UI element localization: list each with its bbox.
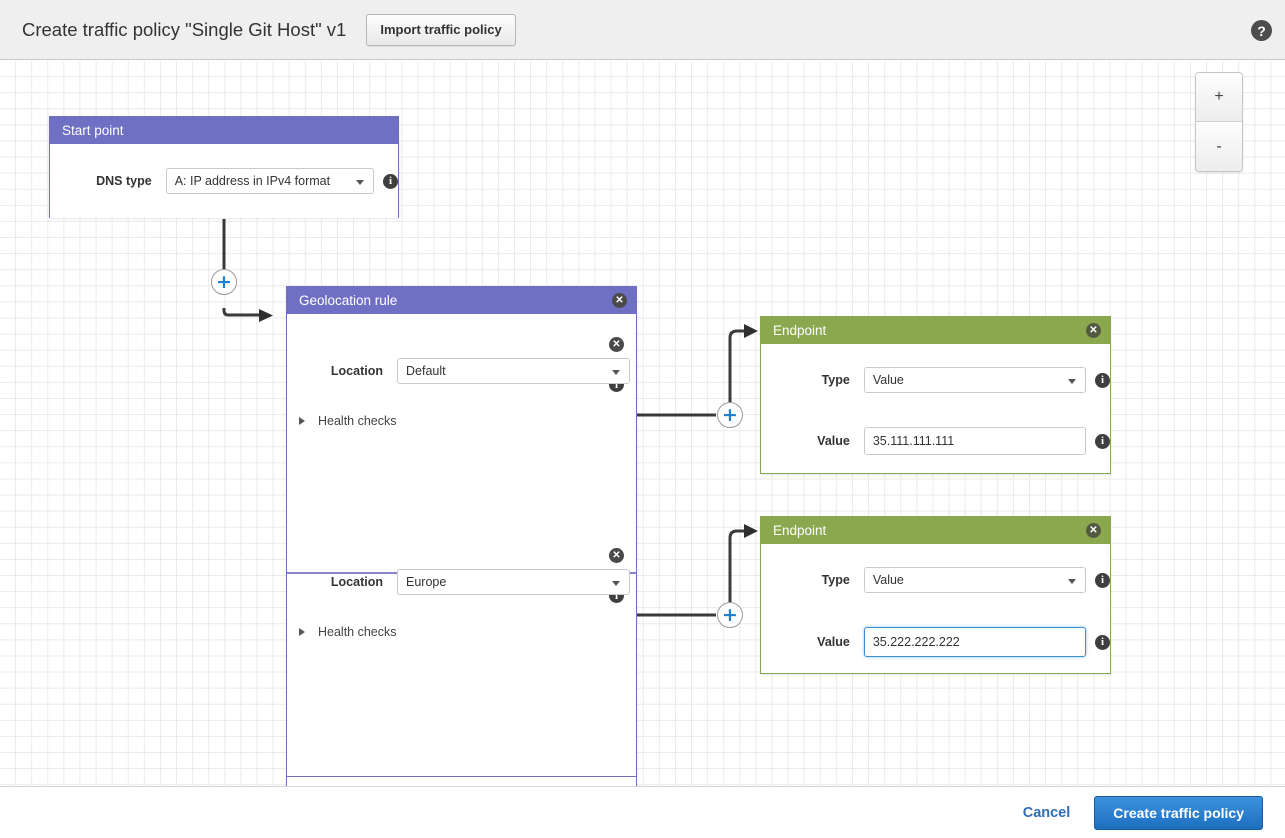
- geo-location-2-value: Europe: [406, 575, 447, 589]
- add-geo-location-button[interactable]: + Add another geo location: [287, 776, 636, 786]
- start-point-header: Start point: [50, 117, 398, 144]
- create-traffic-policy-button[interactable]: Create traffic policy: [1094, 795, 1263, 830]
- geo-location-1-close-icon[interactable]: ✕: [609, 337, 624, 352]
- geo-location-2-label: Location: [330, 575, 383, 589]
- app-header: Create traffic policy "Single Git Host" …: [0, 0, 1285, 60]
- endpoint-2-title: Endpoint: [773, 523, 827, 538]
- zoom-out-button[interactable]: -: [1196, 122, 1242, 171]
- policy-canvas[interactable]: + - Start point DNS type A: IP address i…: [0, 61, 1285, 786]
- geo-location-1-health-checks-toggle[interactable]: Health checks: [299, 414, 636, 428]
- geo-location-1-health-checks-label: Health checks: [318, 414, 397, 428]
- geo-location-1-label: Location: [330, 364, 383, 378]
- endpoint-1-type-select[interactable]: Value: [863, 367, 1086, 393]
- geo-location-2-select[interactable]: Europe: [397, 569, 630, 595]
- geolocation-rule-node[interactable]: Geolocation rule ✕ ✕ i Location Default …: [286, 286, 637, 786]
- endpoint-1-type-label: Type: [821, 373, 850, 387]
- endpoint-1-value-input[interactable]: 35.111.111.111: [863, 427, 1086, 455]
- start-point-title: Start point: [62, 123, 124, 138]
- geo-location-2-health-checks-toggle[interactable]: Health checks: [299, 625, 636, 639]
- add-node-endpoint-1[interactable]: +: [717, 402, 743, 428]
- endpoint-node-1[interactable]: Endpoint ✕ Type Value i Value 35.111.111…: [760, 316, 1111, 474]
- endpoint-2-type-label: Type: [821, 573, 850, 587]
- add-node-endpoint-2[interactable]: +: [717, 602, 743, 628]
- dns-type-info-icon[interactable]: i: [383, 173, 398, 189]
- geolocation-rule-header: Geolocation rule ✕: [287, 287, 636, 314]
- endpoint-2-type-select[interactable]: Value: [863, 567, 1086, 593]
- endpoint-1-type-value: Value: [872, 373, 904, 387]
- endpoint-2-value-input[interactable]: 35.222.222.222: [863, 627, 1086, 657]
- connector-edges: [222, 219, 758, 617]
- endpoint-1-close-icon[interactable]: ✕: [1086, 323, 1101, 338]
- chevron-right-icon: [299, 628, 305, 636]
- dns-type-select[interactable]: A: IP address in IPv4 format: [165, 168, 374, 194]
- plus-icon: +: [722, 603, 738, 626]
- start-point-body: DNS type A: IP address in IPv4 format i: [50, 144, 398, 218]
- import-traffic-policy-button[interactable]: Import traffic policy: [366, 13, 516, 46]
- endpoint-2-value-label: Value: [817, 635, 850, 649]
- geo-location-block-default: ✕ i Location Default Health checks: [287, 314, 636, 525]
- endpoint-2-close-icon[interactable]: ✕: [1086, 523, 1101, 538]
- zoom-in-button[interactable]: +: [1196, 73, 1242, 122]
- dns-type-value: A: IP address in IPv4 format: [174, 174, 331, 188]
- geo-location-1-select[interactable]: Default: [397, 358, 630, 384]
- geo-location-1-value: Default: [406, 364, 446, 378]
- endpoint-2-value: 35.222.222.222: [872, 635, 960, 649]
- endpoint-1-title: Endpoint: [773, 323, 827, 338]
- cancel-button[interactable]: Cancel: [1022, 804, 1071, 821]
- endpoint-2-type-info-icon[interactable]: i: [1095, 572, 1110, 588]
- endpoint-node-2[interactable]: Endpoint ✕ Type Value i Value 35.222.222…: [760, 516, 1111, 674]
- geolocation-rule-body: ✕ i Location Default Health checks ✕ i: [287, 314, 636, 786]
- geo-location-2-health-checks-label: Health checks: [318, 625, 397, 639]
- endpoint-2-body: Type Value i Value 35.222.222.222 i: [761, 544, 1110, 673]
- add-node-after-start-point[interactable]: +: [211, 269, 237, 295]
- endpoint-2-value-info-icon[interactable]: i: [1095, 634, 1110, 650]
- geo-location-block-europe: ✕ i Location Europe Health checks: [287, 525, 636, 736]
- endpoint-1-value-info-icon[interactable]: i: [1095, 433, 1110, 449]
- endpoint-1-value: 35.111.111.111: [872, 434, 955, 448]
- endpoint-1-value-label: Value: [817, 434, 850, 448]
- dns-type-label: DNS type: [96, 174, 152, 188]
- canvas-zoom-controls[interactable]: + -: [1195, 72, 1243, 172]
- start-point-node[interactable]: Start point DNS type A: IP address in IP…: [49, 116, 399, 218]
- geo-location-2-close-icon[interactable]: ✕: [609, 548, 624, 563]
- geolocation-rule-close-icon[interactable]: ✕: [612, 293, 627, 308]
- endpoint-2-type-value: Value: [872, 573, 904, 587]
- endpoint-2-header: Endpoint ✕: [761, 517, 1110, 544]
- help-icon[interactable]: ?: [1251, 20, 1272, 41]
- page-title: Create traffic policy "Single Git Host" …: [22, 18, 347, 40]
- endpoint-1-header: Endpoint ✕: [761, 317, 1110, 344]
- plus-icon: +: [722, 403, 738, 426]
- action-footer: Cancel Create traffic policy: [0, 786, 1285, 838]
- geolocation-rule-title: Geolocation rule: [299, 293, 398, 308]
- chevron-right-icon: [299, 417, 305, 425]
- endpoint-1-type-info-icon[interactable]: i: [1095, 372, 1110, 388]
- plus-icon: +: [216, 270, 232, 293]
- endpoint-1-body: Type Value i Value 35.111.111.111 i: [761, 344, 1110, 473]
